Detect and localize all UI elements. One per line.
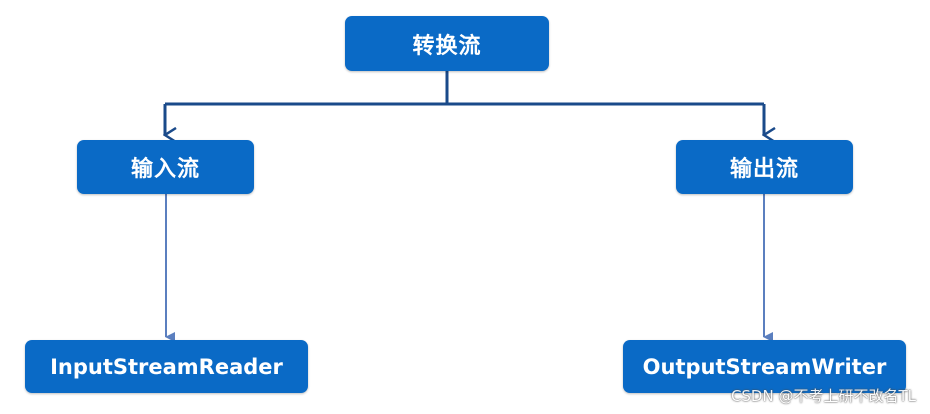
outputstreamwriter-label: OutputStreamWriter <box>642 354 887 379</box>
output-stream-node: 输出流 <box>676 140 853 194</box>
conversion-stream-node: 转换流 <box>345 16 549 71</box>
inputstreamreader-node: InputStreamReader <box>25 340 308 393</box>
inputstreamreader-label: InputStreamReader <box>50 354 283 379</box>
input-stream-node: 输入流 <box>77 140 254 194</box>
outputstreamwriter-node: OutputStreamWriter <box>623 340 906 393</box>
conversion-stream-label: 转换流 <box>412 33 482 59</box>
input-stream-label: 输入流 <box>130 157 200 182</box>
csdn-watermark: CSDN @不考上研不改名TL <box>730 387 916 405</box>
output-stream-label: 输出流 <box>729 157 799 182</box>
